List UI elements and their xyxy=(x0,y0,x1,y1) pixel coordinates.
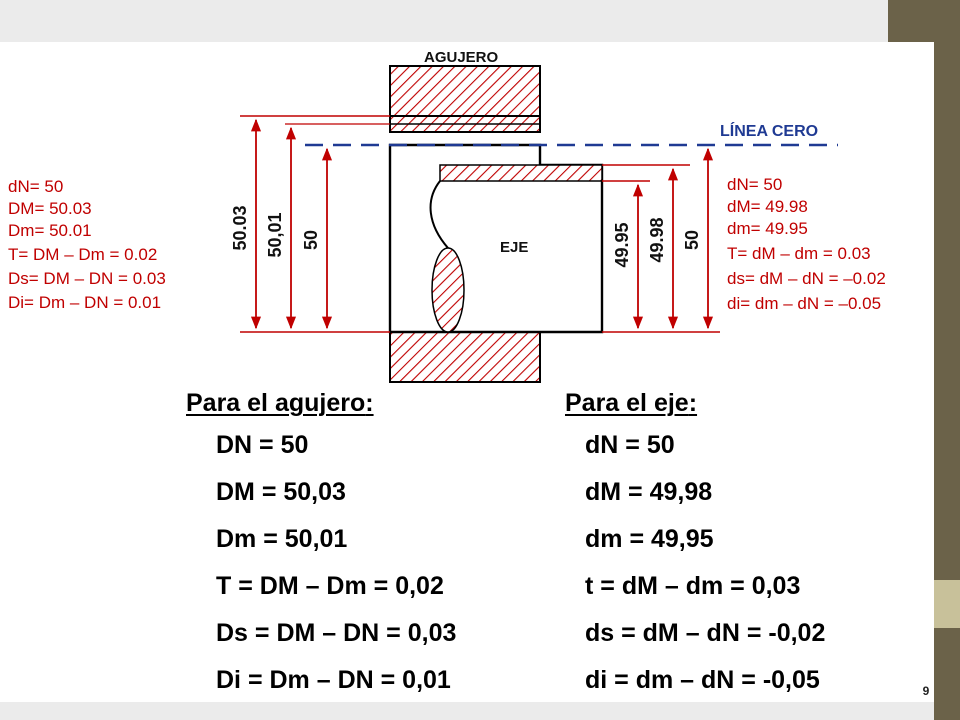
hole-note: T= DM – Dm = 0.02 xyxy=(8,245,157,264)
shaft-tolerance-band xyxy=(439,164,603,182)
hole-label: AGUJERO xyxy=(424,49,499,66)
shaft-heading: Para el eje: xyxy=(565,389,698,417)
zero-line-label: LÍNEA CERO xyxy=(720,121,818,140)
hole-notes: dN= 50 DM= 50.03 Dm= 50.01 T= DM – Dm = … xyxy=(8,177,166,312)
hole-formula-line: Di = Dm – DN = 0,01 xyxy=(216,666,451,694)
hole-formula-line: Dm = 50,01 xyxy=(216,525,348,553)
accent-bar-middle xyxy=(934,580,960,628)
hole-formula-line: DM = 50,03 xyxy=(216,478,346,506)
dim-hole-min: 50,01 xyxy=(265,212,285,257)
hole-heading: Para el agujero: xyxy=(186,389,374,417)
dim-hole-max: 50.03 xyxy=(230,205,250,250)
shaft-formula-line: dm = 49,95 xyxy=(585,525,714,553)
hole-wall-bottom xyxy=(389,331,541,383)
hole-formula-line: Ds = DM – DN = 0,03 xyxy=(216,619,457,647)
page-number: 9 xyxy=(922,684,930,698)
shaft-note: dN= 50 xyxy=(727,175,782,194)
accent-bar-bottom xyxy=(934,628,960,720)
dim-shaft-max: 49.98 xyxy=(647,217,667,262)
hole-note: Di= Dm – DN = 0.01 xyxy=(8,293,161,312)
shaft-formula-line: dM = 49,98 xyxy=(585,478,713,506)
shaft-formulas: Para el eje: dN = 50 dM = 49,98 dm = 49,… xyxy=(565,388,825,704)
shaft-label: EJE xyxy=(500,239,528,256)
hole-note: Ds= DM – DN = 0.03 xyxy=(8,269,166,288)
shaft-note: di= dm – dN = –0.05 xyxy=(727,294,881,313)
shaft-note: dM= 49.98 xyxy=(727,197,808,216)
shaft-formula-line: t = dM – dm = 0,03 xyxy=(585,572,801,600)
hole-formulas: Para el agujero: DN = 50 DM = 50,03 Dm =… xyxy=(186,388,456,704)
shaft-note: ds= dM – dN = –0.02 xyxy=(727,269,886,288)
shaft-notes: dN= 50 dM= 49.98 dm= 49.95 T= dM – dm = … xyxy=(727,175,886,313)
hole-formula-line: DN = 50 xyxy=(216,431,309,459)
hole-note: Dm= 50.01 xyxy=(8,221,92,240)
shaft-formula-line: di = dm – dN = -0,05 xyxy=(585,666,820,694)
shaft-note: T= dM – dm = 0.03 xyxy=(727,244,871,263)
hole-note: dN= 50 xyxy=(8,177,63,196)
shaft-section-hatch xyxy=(431,247,465,333)
shaft-formula-line: dN = 50 xyxy=(585,431,675,459)
hole-wall-top xyxy=(389,65,541,133)
hole-note: DM= 50.03 xyxy=(8,199,92,218)
dim-shaft-min: 49.95 xyxy=(612,222,632,267)
hole-formula-line: T = DM – Dm = 0,02 xyxy=(216,572,444,600)
dim-hole-nominal: 50 xyxy=(301,230,321,250)
dim-shaft-nominal: 50 xyxy=(682,230,702,250)
shaft-formula-line: ds = dM – dN = -0,02 xyxy=(585,619,826,647)
shaft-note: dm= 49.95 xyxy=(727,219,808,238)
